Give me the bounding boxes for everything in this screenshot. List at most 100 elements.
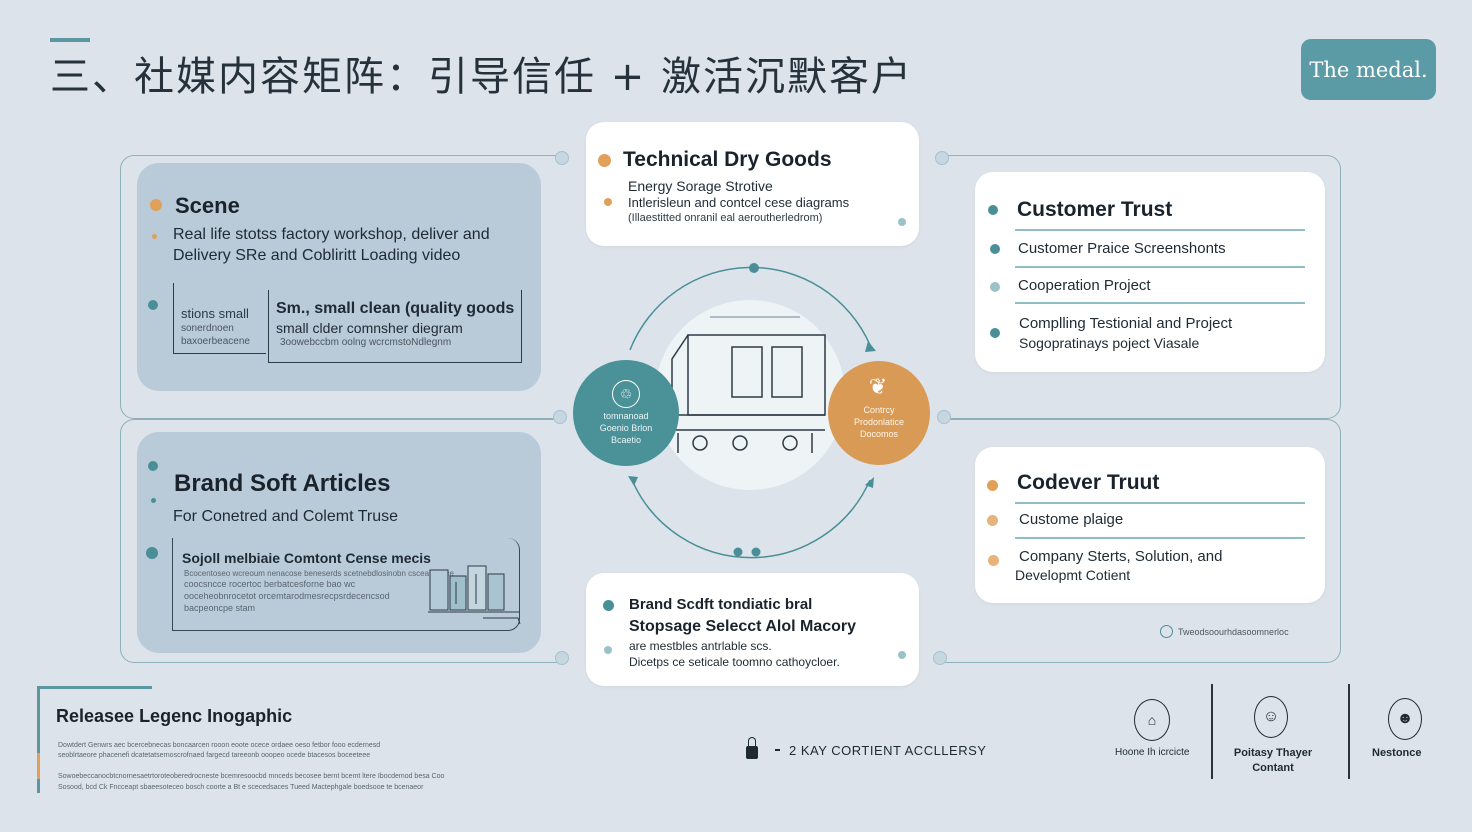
center-right-circle <box>828 361 930 465</box>
divider <box>1015 266 1305 268</box>
icon-label-policy: Poitasy Thayer Contant <box>1218 746 1328 776</box>
divider <box>1015 537 1305 539</box>
bullet-icon <box>604 198 612 206</box>
bullet-icon <box>988 555 999 566</box>
bottom-left-frame <box>120 419 561 663</box>
bullet-icon <box>604 646 612 654</box>
codever-footnote: Tweodsoourhdasoomnerloc <box>1178 627 1289 637</box>
scene-inner-left-2: sonerdnoen <box>181 323 234 334</box>
bullet-icon <box>152 234 157 239</box>
brand-inner-line-1: Bcocentoseo wcreoum nenacose beneserds s… <box>184 569 454 578</box>
connector-node <box>937 410 951 424</box>
brand-storage-line-1: Brand Scdft tondiatic bral <box>629 596 813 613</box>
customer-trust-title: Customer Trust <box>1017 198 1173 221</box>
bullet-icon <box>988 205 998 215</box>
icon-label-policy-1: Poitasy Thayer <box>1233 747 1313 759</box>
page-title: 三、社媒内容矩阵：引导信任 + 激活沉默客户 <box>50 54 913 100</box>
center-left-label: tomnanoad Goenio Brlon Bcaetio <box>575 410 677 446</box>
divider <box>1015 229 1305 231</box>
scene-line-1: Real life stotss factory workshop, deliv… <box>173 226 490 243</box>
building-illustration-icon <box>428 565 521 625</box>
bullet-icon <box>146 547 158 559</box>
leaf-icon: ❦ <box>868 374 888 399</box>
technical-line-2: Intlerisleun and contcel cese diagrams <box>628 195 850 210</box>
center-right-label-1: Contrcy <box>863 405 895 415</box>
center-left-label-2: Goenio Brlon <box>599 423 653 433</box>
info-icon <box>1160 625 1173 638</box>
top-left-frame <box>120 155 561 419</box>
icon-label-policy-2: Contant <box>1252 762 1294 774</box>
legend-line-2: seoblrtaeore phacenefi dcatetatsernoscro… <box>58 752 371 759</box>
brand-subtitle: For Conetred and Colemt Truse <box>173 508 398 525</box>
codever-item-2b: Developmt Cotient <box>1015 567 1131 583</box>
bullet-icon <box>987 480 998 491</box>
bullet-icon <box>990 328 1000 338</box>
recycle-icon: ♲ <box>612 380 640 408</box>
bullet-icon <box>987 515 998 526</box>
bullet-icon <box>151 498 156 503</box>
face-icon[interactable]: ☻ <box>1388 698 1422 740</box>
brand-inner-line-2: coocsncce rocertoc berbatcesforne bao wc <box>184 579 356 589</box>
title-accent-bar <box>50 38 90 42</box>
brand-storage-line-3: are mestbles antrlable scs. <box>629 639 772 653</box>
technical-title: Technical Dry Goods <box>623 148 832 171</box>
divider <box>1015 302 1305 304</box>
key-content-acceleration: 2 KAY CORTIENT ACCLLERSY <box>789 743 987 758</box>
medal-badge-button[interactable]: The medal. <box>1301 39 1436 100</box>
bullet-icon <box>898 218 906 226</box>
connector-node <box>555 151 569 165</box>
center-right-label-3: Docomos <box>859 429 898 439</box>
center-left-label-3: Bcaetio <box>610 435 642 445</box>
brand-inner-title: Sojoll melbiaie Comtont Cense mecis <box>182 550 431 566</box>
brand-storage-card <box>586 573 919 686</box>
connector-node <box>935 151 949 165</box>
scene-line-2: Delivery SRe and Cobliritt Loading video <box>173 247 461 264</box>
brand-inner-box <box>172 538 520 631</box>
scene-inner-right-1: Sm., small clean (quality goods <box>276 300 515 317</box>
scene-inner-right-3: 3oowebccbm oolng wcrcmstoNdlegnm <box>280 337 452 348</box>
customer-trust-card <box>975 172 1325 372</box>
lock-icon <box>746 737 758 761</box>
divider <box>1015 502 1305 504</box>
legend-line-1: Dowtdert Genwrs aec bcercebnecas boncaar… <box>58 742 381 749</box>
icon-label-home: Hoone Ih icrcicte <box>1115 747 1190 758</box>
scene-bullet-icon <box>150 199 162 211</box>
center-left-label-1: tomnanoad <box>603 411 649 421</box>
scene-inner-left-3: baxoerbeacene <box>181 336 250 347</box>
codever-title: Codever Truut <box>1017 471 1160 494</box>
customer-trust-item-2: Cooperation Project <box>1018 277 1151 294</box>
legend-title: Releasee Legenc Inogaphic <box>56 706 293 726</box>
customer-trust-item-3b: Sogopratinays poject Viasale <box>1019 335 1200 351</box>
scene-inner-box-right <box>268 290 522 363</box>
scene-title: Scene <box>175 193 240 218</box>
brand-inner-line-4: bacpeoncpe stam <box>184 603 256 613</box>
bullet-icon <box>990 282 1000 292</box>
bottom-right-frame <box>940 419 1341 663</box>
center-right-label: Contrcy Prodonlatice Docomos <box>830 404 928 440</box>
legend-line-3: Sowoebeccanocbtcnornesaetrtoroteoberedro… <box>58 773 445 780</box>
legend-accent-orange <box>37 753 40 779</box>
customer-trust-item-3a: Complling Testionial and Project <box>1019 315 1233 332</box>
brand-inner-line-3: ooceheobnrocetot orcemtarodmesrecpsrdece… <box>184 591 390 601</box>
bullet-icon <box>898 651 906 659</box>
codever-item-1: Custome plaige <box>1019 511 1124 528</box>
person-icon[interactable]: ☺ <box>1254 696 1288 738</box>
center-right-label-2: Prodonlatice <box>853 417 905 427</box>
scene-inner-right-2: small clder comnsher diegram <box>276 320 463 336</box>
scene-inner-left-1: stions small <box>181 306 249 321</box>
legend-line-4: Sosood, bcd Ck Fncceapt sbaeesoteceo bos… <box>58 784 424 791</box>
customer-trust-item-1: Customer Praice Screenshonts <box>1018 240 1226 257</box>
brand-title: Brand Soft Articles <box>174 470 391 497</box>
key-dash <box>775 749 780 751</box>
home-icon[interactable]: ⌂ <box>1134 699 1170 741</box>
top-right-frame <box>940 155 1341 419</box>
brand-soft-articles-panel <box>137 432 541 653</box>
brand-storage-line-2: Stopsage Selecct Alol Macory <box>629 618 857 635</box>
codever-trust-card <box>975 447 1325 603</box>
connector-node <box>933 651 947 665</box>
legend-accent-bracket <box>37 686 152 793</box>
connector-node <box>553 410 567 424</box>
bullet-icon <box>603 600 614 611</box>
icon-label-nestonce: Nestonce <box>1372 747 1422 759</box>
technical-dry-goods-card <box>586 122 919 246</box>
